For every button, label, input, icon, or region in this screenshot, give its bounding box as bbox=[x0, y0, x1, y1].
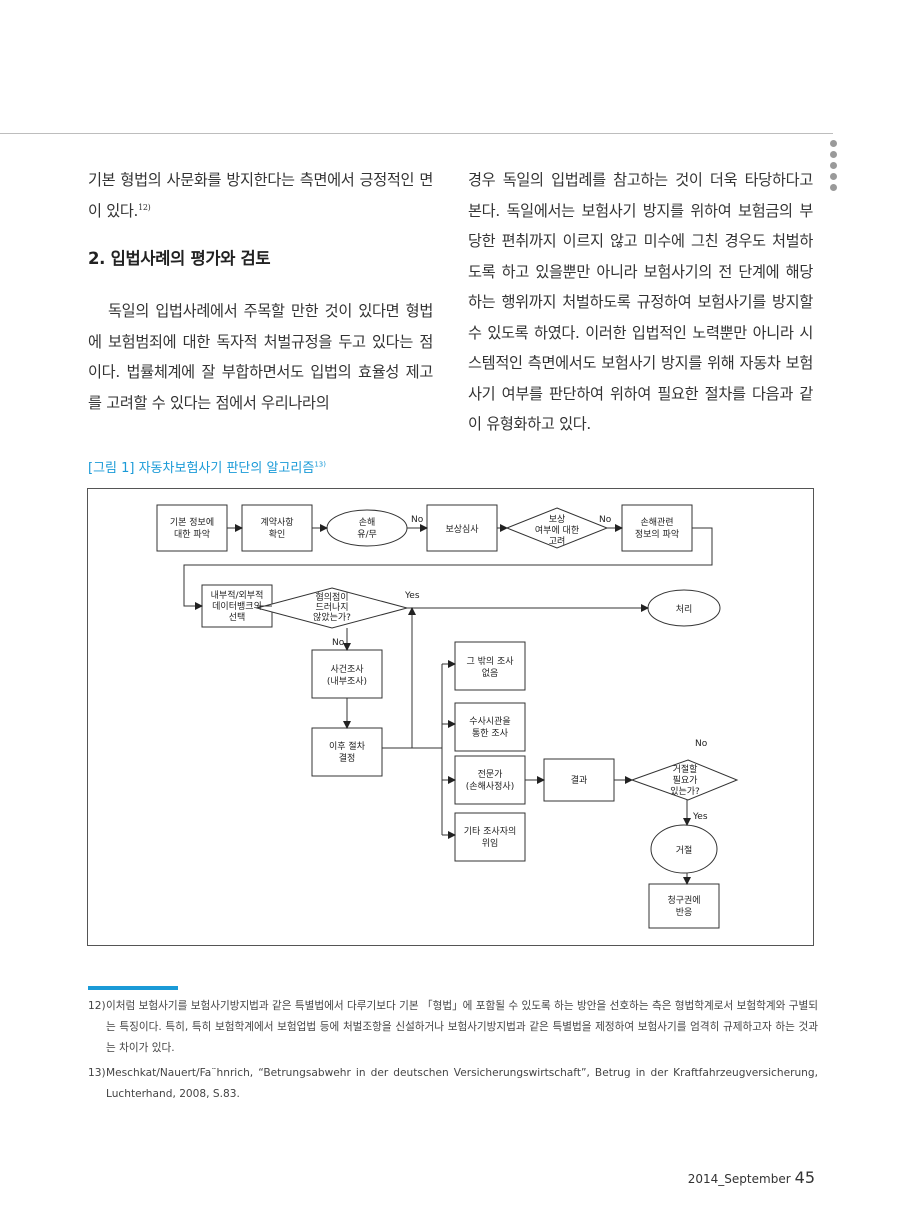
svg-text:계약사항: 계약사항 bbox=[260, 516, 293, 528]
svg-text:보상: 보상 bbox=[549, 514, 566, 525]
svg-text:(손해사정사): (손해사정사) bbox=[466, 781, 514, 792]
label-yes: Yes bbox=[692, 812, 708, 822]
svg-text:그 밖의 조사: 그 밖의 조사 bbox=[466, 656, 514, 667]
svg-text:(내부조사): (내부조사) bbox=[327, 676, 367, 687]
svg-text:기본 정보에: 기본 정보에 bbox=[170, 517, 214, 528]
header-rule bbox=[0, 133, 833, 134]
svg-text:보상심사: 보상심사 bbox=[445, 524, 479, 535]
footnote-12: 12) 이처럼 보험사기를 보험사기방지법과 같은 특별법에서 다루기보다 기본… bbox=[88, 996, 818, 1059]
svg-text:내부적/외부적: 내부적/외부적 bbox=[211, 589, 264, 601]
svg-text:기타 조사자의: 기타 조사자의 bbox=[464, 826, 517, 837]
node-internal bbox=[311, 649, 383, 699]
node-claim bbox=[648, 883, 720, 929]
svg-text:사건조사: 사건조사 bbox=[330, 664, 364, 675]
svg-text:거절: 거절 bbox=[676, 844, 693, 856]
node-refusal-needed bbox=[630, 759, 739, 801]
svg-text:반응: 반응 bbox=[676, 907, 693, 918]
svg-text:없음: 없음 bbox=[482, 668, 499, 679]
svg-text:혐의점이: 혐의점이 bbox=[315, 591, 348, 603]
node-contract bbox=[241, 504, 313, 552]
svg-text:이후 절차: 이후 절차 bbox=[329, 740, 366, 752]
section-title: 2. 입법사례의 평가와 검토 bbox=[88, 249, 271, 268]
issue-label: 2014_September bbox=[687, 1172, 791, 1186]
paragraph: 기본 형법의 사문화를 방지한다는 측면에서 긍정적인 면이 있다.12) bbox=[88, 171, 433, 220]
footnotes: 12) 이처럼 보험사기를 보험사기방지법과 같은 특별법에서 다루기보다 기본… bbox=[88, 996, 818, 1109]
svg-text:고려: 고려 bbox=[549, 536, 566, 547]
figure-caption: [그림 1] 자동차보험사기 판단의 알고리즘13) bbox=[88, 460, 326, 476]
footnote-13: 13) Meschkat/Nauert/Fa¨hnrich, “Betrungs… bbox=[88, 1063, 818, 1105]
footnote-ref[interactable]: 12) bbox=[138, 202, 151, 212]
node-police bbox=[454, 702, 526, 752]
svg-text:결정: 결정 bbox=[339, 753, 356, 764]
svg-text:데이터뱅크의: 데이터뱅크의 bbox=[212, 601, 262, 612]
node-delegate bbox=[454, 812, 526, 862]
right-column: 경우 독일의 입법례를 참고하는 것이 더욱 타당하다고 본다. 독일에서는 보… bbox=[468, 165, 813, 440]
label-yes: Yes bbox=[404, 591, 420, 601]
label-no: No bbox=[332, 638, 345, 648]
node-next-step bbox=[311, 727, 383, 777]
label-no: No bbox=[599, 515, 612, 525]
svg-text:결과: 결과 bbox=[571, 775, 588, 786]
node-damage bbox=[326, 509, 408, 547]
footnote-text: 이처럼 보험사기를 보험사기방지법과 같은 특별법에서 다루기보다 기본 「형법… bbox=[106, 1000, 818, 1054]
svg-text:확인: 확인 bbox=[269, 528, 286, 540]
svg-text:있는가?: 있는가? bbox=[670, 785, 700, 797]
paragraph: 경우 독일의 입법례를 참고하는 것이 더욱 타당하다고 본다. 독일에서는 보… bbox=[468, 171, 813, 433]
svg-text:여부에 대한: 여부에 대한 bbox=[535, 524, 579, 536]
svg-text:필요가: 필요가 bbox=[673, 774, 698, 786]
svg-text:청구권에: 청구권에 bbox=[667, 894, 700, 906]
node-basic-info bbox=[156, 504, 228, 552]
figure-frame bbox=[87, 488, 814, 946]
svg-text:수사시관을: 수사시관을 bbox=[469, 716, 510, 727]
decorative-dots bbox=[830, 140, 840, 195]
flowchart: No No Yes No No Yes 기본 정보에 대한 파악 계약사항 확인… bbox=[156, 504, 739, 929]
node-expert bbox=[454, 755, 526, 805]
svg-text:손해: 손해 bbox=[359, 517, 376, 528]
node-review bbox=[426, 504, 498, 552]
page-number: 45 bbox=[794, 1168, 815, 1187]
svg-text:전문가: 전문가 bbox=[478, 769, 503, 780]
svg-text:않았는가?: 않았는가? bbox=[313, 611, 351, 623]
node-suspicion bbox=[255, 587, 409, 629]
label-no: No bbox=[695, 739, 708, 749]
svg-text:거절할: 거절할 bbox=[673, 763, 698, 775]
svg-text:통한 조사: 통한 조사 bbox=[472, 728, 509, 739]
node-damage-info bbox=[621, 504, 693, 552]
svg-text:처리: 처리 bbox=[676, 603, 693, 615]
svg-text:대한 파악: 대한 파악 bbox=[174, 528, 210, 540]
svg-text:정보의 파악: 정보의 파악 bbox=[635, 528, 679, 540]
footnote-number: 12) bbox=[88, 1000, 106, 1012]
footnote-number: 13) bbox=[88, 1067, 106, 1079]
svg-text:유/무: 유/무 bbox=[357, 529, 377, 540]
node-comp-consider bbox=[505, 507, 609, 549]
svg-text:위임: 위임 bbox=[482, 837, 499, 849]
left-column: 기본 형법의 사문화를 방지한다는 측면에서 긍정적인 면이 있다.12) 2.… bbox=[88, 165, 433, 418]
footnote-bar bbox=[88, 986, 178, 990]
svg-text:드러나지: 드러나지 bbox=[315, 602, 348, 613]
paragraph: 독일의 입법사례에서 주목할 만한 것이 있다면 형법에 보험범죄에 대한 독자… bbox=[88, 302, 433, 412]
svg-text:손해관련: 손해관련 bbox=[640, 517, 673, 528]
svg-text:선택: 선택 bbox=[229, 612, 246, 623]
node-no-other bbox=[454, 641, 526, 691]
footnote-text: Meschkat/Nauert/Fa¨hnrich, “Betrungsabwe… bbox=[106, 1067, 818, 1100]
label-no: No bbox=[411, 515, 424, 525]
